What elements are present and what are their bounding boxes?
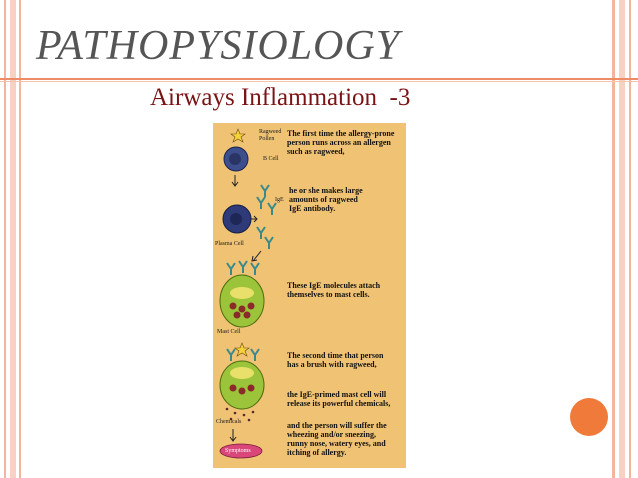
orange-circle-decoration bbox=[570, 398, 608, 436]
bound-ige-icon-2 bbox=[226, 348, 260, 361]
pollen-icon bbox=[230, 128, 246, 143]
allergy-diagram: Ragweed Pollen B Cell IgE Plasma Cell Ma… bbox=[213, 123, 406, 468]
arrow-icon-2 bbox=[251, 250, 262, 262]
caption-6: and the person will suffer the wheezing … bbox=[287, 421, 387, 457]
left-stripe-1 bbox=[4, 0, 6, 478]
caption-2: he or she makes large amounts of ragweed… bbox=[289, 186, 363, 213]
label-ige: IgE bbox=[275, 197, 284, 203]
ige-antibody-icon bbox=[256, 184, 277, 249]
right-stripe-2 bbox=[619, 0, 625, 478]
left-stripe-2 bbox=[10, 0, 16, 478]
label-ragweed: Ragweed bbox=[259, 129, 282, 135]
title-divider-secondary bbox=[0, 81, 638, 82]
arrow-icon-3 bbox=[229, 429, 237, 442]
right-stripe-1 bbox=[612, 0, 615, 478]
arrow-icon bbox=[231, 175, 239, 187]
caption-4: The second time that person has a brush … bbox=[287, 351, 384, 369]
slide-title: PATHOPYSIOLOGY bbox=[36, 23, 401, 69]
left-stripe-3 bbox=[19, 0, 21, 478]
label-chemicals: Chemicals bbox=[216, 419, 242, 425]
label-plasma-cell: Plasma Cell bbox=[215, 241, 244, 247]
caption-3: These IgE molecules attach themselves to… bbox=[287, 281, 381, 299]
chemicals-icon bbox=[225, 407, 255, 422]
label-symptoms: Symptoms bbox=[225, 448, 251, 454]
pollen-icon-2 bbox=[234, 342, 250, 357]
allergy-diagram-illustration bbox=[219, 128, 277, 459]
slide-subtitle: Airways Inflammation -3 bbox=[150, 84, 411, 111]
right-stripe-3 bbox=[629, 0, 631, 478]
label-mast-cell: Mast Cell bbox=[217, 329, 241, 335]
title-divider bbox=[0, 78, 638, 80]
caption-5: the IgE-primed mast cell will release it… bbox=[287, 390, 391, 408]
bound-ige-icon bbox=[226, 260, 260, 275]
label-b-cell: B Cell bbox=[263, 156, 279, 162]
symptoms-badge bbox=[219, 443, 263, 459]
label-pollen: Pollen bbox=[259, 136, 275, 142]
mast-cell-icon bbox=[219, 274, 265, 328]
caption-1: The first time the allergy-prone person … bbox=[287, 129, 395, 156]
